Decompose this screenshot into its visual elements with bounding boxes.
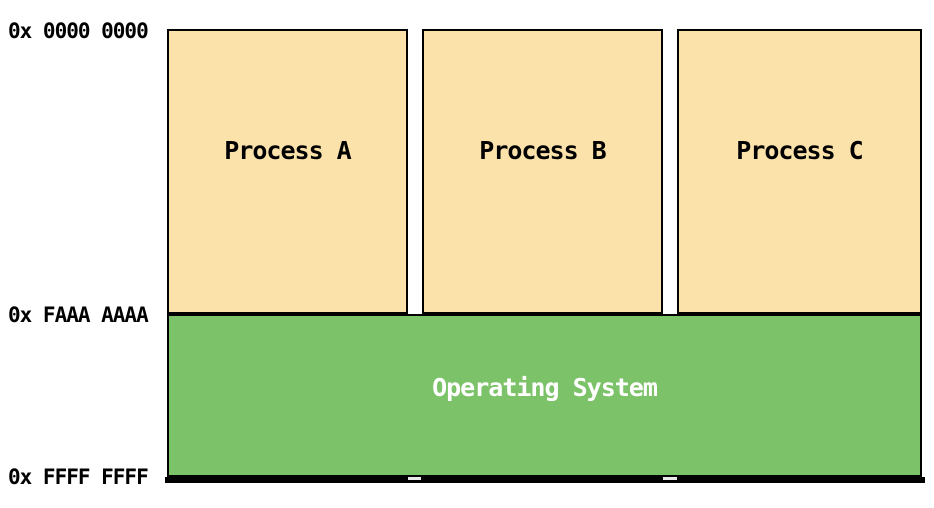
process-c-label: Process C — [736, 136, 863, 165]
process-a-label: Process A — [224, 136, 351, 165]
baseline-notch-right — [663, 477, 677, 480]
process-b-box: Process B — [422, 29, 663, 314]
address-label-end: 0x FFFF FFFF — [8, 465, 149, 489]
process-b-label: Process B — [479, 136, 606, 165]
baseline-notch-left — [408, 477, 421, 480]
process-a-box: Process A — [167, 29, 408, 314]
process-c-box: Process C — [677, 29, 922, 314]
operating-system-box: Operating System — [167, 314, 922, 477]
operating-system-label: Operating System — [432, 373, 658, 402]
address-label-os-boundary: 0x FAAA AAAA — [8, 303, 149, 327]
bottom-axis-line — [165, 477, 925, 483]
address-label-start: 0x 0000 0000 — [8, 19, 149, 43]
